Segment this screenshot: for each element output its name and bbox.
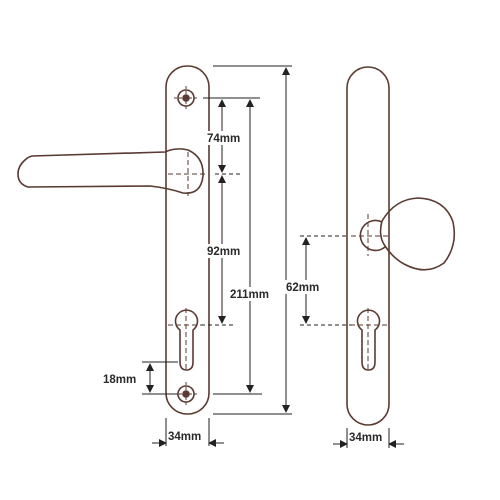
left-backplate <box>165 65 210 415</box>
knob-rose <box>359 219 386 252</box>
label-92mm: 92mm <box>207 246 240 258</box>
lever-handle <box>17 148 204 194</box>
right-cylinder-cutout <box>356 309 381 371</box>
knob <box>379 197 456 271</box>
right-backplate <box>346 66 390 426</box>
label-18mm: 18mm <box>103 374 136 386</box>
label-right-34mm: 34mm <box>349 432 382 444</box>
label-62mm: 62mm <box>286 282 319 294</box>
top-screw-icon <box>174 86 198 110</box>
label-211mm: 211mm <box>230 289 269 301</box>
left-cylinder-cutout <box>174 309 199 371</box>
bottom-screw-icon <box>174 382 198 406</box>
label-left-34mm: 34mm <box>168 431 201 443</box>
label-74mm: 74mm <box>207 133 240 145</box>
